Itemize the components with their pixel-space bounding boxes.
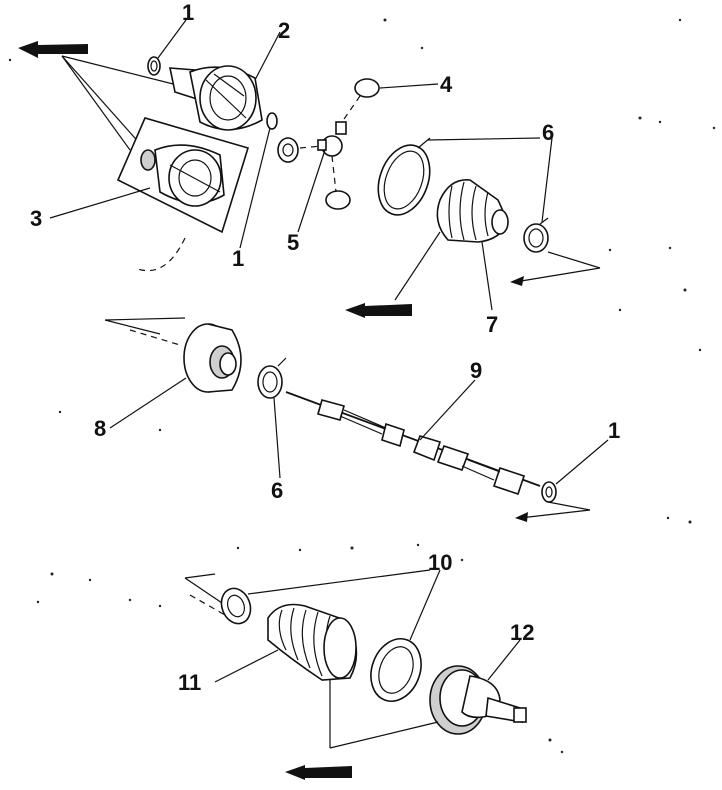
leader-line-12 [487, 639, 521, 681]
leader-line-4 [379, 83, 439, 89]
part-center-bearing [183, 323, 242, 393]
part-drive-shaft [285, 391, 541, 496]
leader-line-7-arrow [394, 231, 441, 301]
label-11: 11 [178, 670, 201, 695]
dashed-curve [134, 237, 186, 272]
leader-line-9 [419, 379, 476, 441]
label-1-right: 1 [608, 418, 620, 443]
filled-arrow-icon [345, 303, 412, 318]
label-10: 10 [428, 550, 452, 575]
part-tripod-housing [168, 65, 263, 131]
part-clamp-small-bottom [220, 587, 252, 625]
part-cv-joint [429, 665, 527, 735]
part-snap-ring-right [541, 481, 557, 503]
part-boot-clamp-large [377, 137, 431, 216]
leader-line-6c [273, 397, 281, 479]
direction-arrow-icon [515, 501, 591, 522]
leader-line-1 [157, 19, 187, 59]
label-3: 3 [30, 206, 42, 231]
leader-line-10a [247, 569, 431, 595]
part-boot-clamp-small [523, 217, 549, 253]
leader-line-2 [254, 31, 281, 81]
leader-line-7 [481, 241, 493, 311]
label-9: 9 [470, 358, 482, 383]
direction-arrow-icon [184, 573, 226, 616]
direction-arrow-icon [104, 317, 186, 346]
label-1-small: 1 [232, 246, 244, 271]
filled-arrow-icon [18, 41, 88, 58]
leader-line-5 [297, 149, 326, 233]
leader-line-1-right [555, 439, 609, 485]
leader-line-10b [409, 569, 441, 641]
part-housing-inset [116, 117, 250, 234]
part-clamp-large-bottom [370, 638, 422, 702]
leader-line-bottom-arrow-2 [329, 721, 439, 749]
label-6-mid: 6 [271, 478, 283, 503]
label-1-top: 1 [182, 0, 194, 25]
leader-line-8 [109, 377, 187, 429]
label-2: 2 [278, 18, 290, 43]
label-4: 4 [440, 72, 453, 97]
part-o-ring [266, 112, 278, 130]
scan-noise [8, 18, 716, 754]
part-tripod-spider [277, 121, 351, 210]
label-6-top: 6 [542, 120, 554, 145]
part-boot-inner [436, 179, 509, 243]
leader-line-6a [427, 137, 541, 141]
part-roller [341, 78, 380, 123]
label-5: 5 [287, 230, 299, 255]
direction-arrow-icon [510, 251, 601, 286]
leader-line-1-small [239, 127, 271, 249]
leader-line-6b [541, 137, 553, 223]
label-7: 7 [486, 312, 498, 337]
part-boot-outer [267, 603, 358, 681]
filled-arrow-icon [285, 765, 352, 780]
leader-line-11 [214, 649, 279, 683]
label-8: 8 [94, 416, 106, 441]
leader-line-3 [49, 187, 151, 219]
label-12: 12 [510, 620, 534, 645]
part-boot-clamp-mid [257, 357, 287, 399]
part-snap-ring [147, 56, 161, 76]
